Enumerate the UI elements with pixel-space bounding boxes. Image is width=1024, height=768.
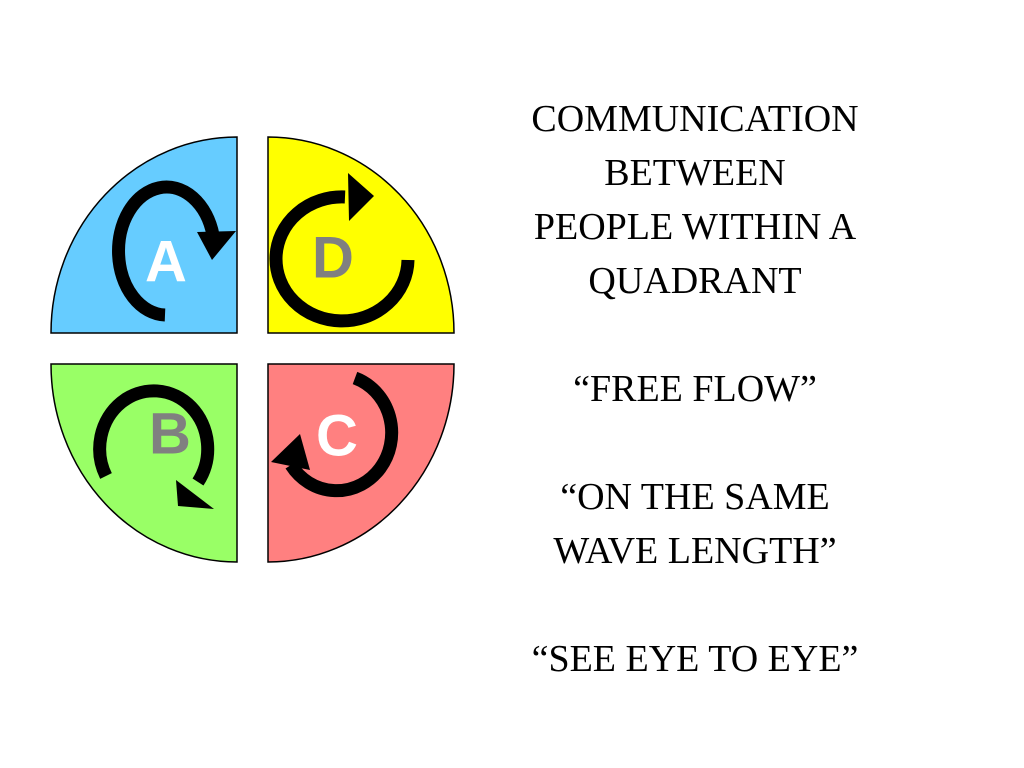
- heading: COMMUNICATION BETWEEN PEOPLE WITHIN A QU…: [480, 92, 910, 308]
- quadrant-a-letter: A: [145, 230, 187, 295]
- quadrant-b-arrow-icon: [93, 384, 215, 486]
- quadrant-c-arrowhead-icon: [271, 434, 310, 470]
- quadrant-c-letter: C: [316, 404, 358, 469]
- quote-line: “ON THE SAME: [560, 476, 830, 518]
- quadrant-a-arrowhead-icon: [197, 231, 236, 260]
- quadrant-a-shape: [50, 136, 238, 334]
- quadrant-a: A: [50, 136, 238, 334]
- description-panel: COMMUNICATION BETWEEN PEOPLE WITHIN A QU…: [480, 92, 910, 686]
- quadrant-d: D: [267, 136, 455, 334]
- quote-line: “SEE EYE TO EYE”: [531, 638, 859, 680]
- quadrant-d-arrow-icon: [269, 190, 415, 328]
- quadrant-a-arrow-icon: [112, 180, 220, 322]
- heading-line: QUADRANT: [588, 260, 802, 302]
- quadrant-c-arrow-icon: [285, 371, 399, 498]
- quote-eye-to-eye: “SEE EYE TO EYE”: [480, 632, 910, 686]
- quadrant-c-shape: [267, 363, 455, 563]
- heading-line: PEOPLE WITHIN A: [533, 206, 857, 248]
- quadrant-d-letter: D: [312, 226, 354, 291]
- quadrant-b: B: [50, 363, 238, 563]
- quadrant-c: C: [267, 363, 455, 563]
- quadrant-b-letter: B: [149, 402, 191, 467]
- heading-line: BETWEEN: [604, 152, 786, 194]
- quote-same-wavelength: “ON THE SAME WAVE LENGTH”: [480, 470, 910, 578]
- quote-line: “FREE FLOW”: [573, 368, 817, 410]
- quote-line: WAVE LENGTH”: [553, 530, 837, 572]
- quote-free-flow: “FREE FLOW”: [480, 362, 910, 416]
- quadrant-d-arrowhead-icon: [348, 173, 374, 221]
- heading-line: COMMUNICATION: [531, 98, 859, 140]
- quadrant-b-arrowhead-icon: [176, 480, 214, 509]
